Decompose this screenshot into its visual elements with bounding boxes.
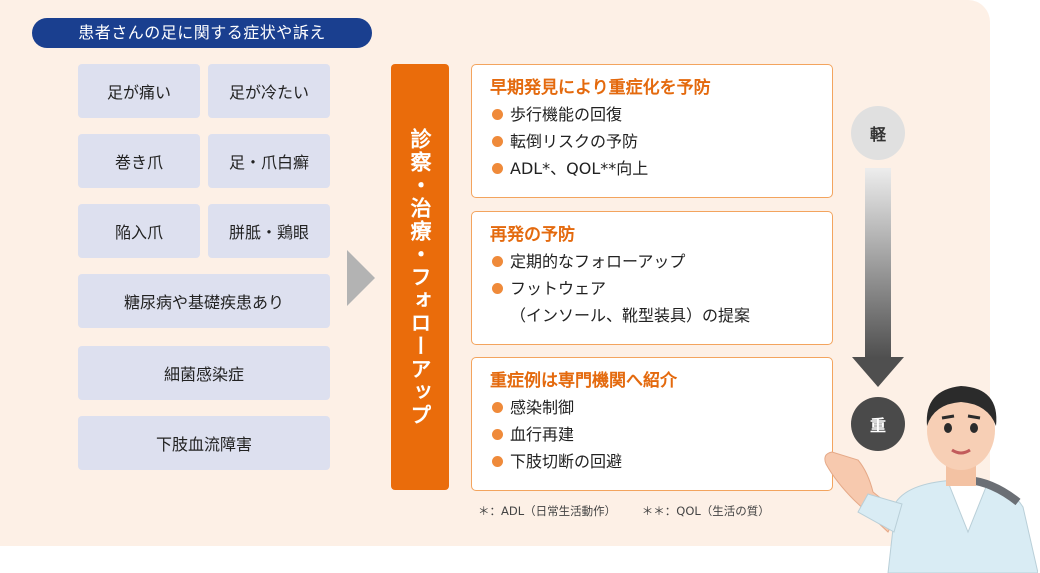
severity-heavy-badge: 重 bbox=[851, 397, 905, 451]
list-item: 血行再建 bbox=[490, 421, 816, 448]
bullet-icon bbox=[492, 429, 503, 440]
arrow-down-icon bbox=[852, 357, 904, 387]
result-title: 早期発見により重症化を予防 bbox=[490, 78, 711, 98]
bullet-icon bbox=[492, 283, 503, 294]
symptom-ingrown-curled-nail: 巻き爪 bbox=[78, 134, 200, 188]
list-item: 下肢切断の回避 bbox=[490, 448, 816, 475]
footnote-adl: ＊：ADL（日常生活動作） bbox=[478, 504, 617, 518]
symptom-tinea: 足・爪白癬 bbox=[208, 134, 330, 188]
severity-gradient-bar bbox=[865, 168, 891, 358]
symptom-foot-pain: 足が痛い bbox=[78, 64, 200, 118]
bullet-icon bbox=[492, 256, 503, 267]
symptom-ingrown-nail: 陥入爪 bbox=[78, 204, 200, 258]
bullet-icon bbox=[492, 456, 503, 467]
list-item: フットウェア （インソール、靴型装具）の提案 bbox=[490, 275, 816, 329]
list-item: 定期的なフォローアップ bbox=[490, 248, 816, 275]
result-recurrence-prevention: 再発の予防 定期的なフォローアップ フットウェア （インソール、靴型装具）の提案 bbox=[471, 211, 833, 345]
flow-arrow-icon bbox=[347, 250, 375, 306]
list-item-continuation: （インソール、靴型装具）の提案 bbox=[510, 306, 751, 325]
result-title: 再発の予防 bbox=[490, 225, 575, 245]
process-box: 診察・治療・フォローアップ bbox=[391, 64, 449, 490]
footnote-qol: ＊＊：QOL（生活の質） bbox=[641, 504, 770, 518]
list-item: 転倒リスクの予防 bbox=[490, 128, 816, 155]
header-title: 患者さんの足に関する症状や訴え bbox=[32, 18, 372, 48]
symptom-cold-feet: 足が冷たい bbox=[208, 64, 330, 118]
severity-light-badge: 軽 bbox=[851, 106, 905, 160]
list-item: 歩行機能の回復 bbox=[490, 101, 816, 128]
symptom-circulation-disorder: 下肢血流障害 bbox=[78, 416, 330, 470]
list-item: ADL*、QOL**向上 bbox=[490, 155, 816, 182]
result-early-detection: 早期発見により重症化を予防 歩行機能の回復 転倒リスクの予防 ADL*、QOL*… bbox=[471, 64, 833, 198]
symptom-diabetes: 糖尿病や基礎疾患あり bbox=[78, 274, 330, 328]
bullet-icon bbox=[492, 136, 503, 147]
result-specialist-referral: 重症例は専門機関へ紹介 感染制御 血行再建 下肢切断の回避 bbox=[471, 357, 833, 491]
symptom-callus-corn: 胼胝・鶏眼 bbox=[208, 204, 330, 258]
doctor-illustration-icon bbox=[824, 386, 1038, 573]
symptom-bacterial-infection: 細菌感染症 bbox=[78, 346, 330, 400]
bullet-icon bbox=[492, 163, 503, 174]
bullet-icon bbox=[492, 109, 503, 120]
list-item: 感染制御 bbox=[490, 394, 816, 421]
footnotes: ＊：ADL（日常生活動作） ＊＊：QOL（生活の質） bbox=[478, 503, 792, 519]
process-label: 診察・治療・フォローアップ bbox=[408, 127, 432, 427]
bullet-icon bbox=[492, 402, 503, 413]
result-title: 重症例は専門機関へ紹介 bbox=[490, 371, 677, 391]
